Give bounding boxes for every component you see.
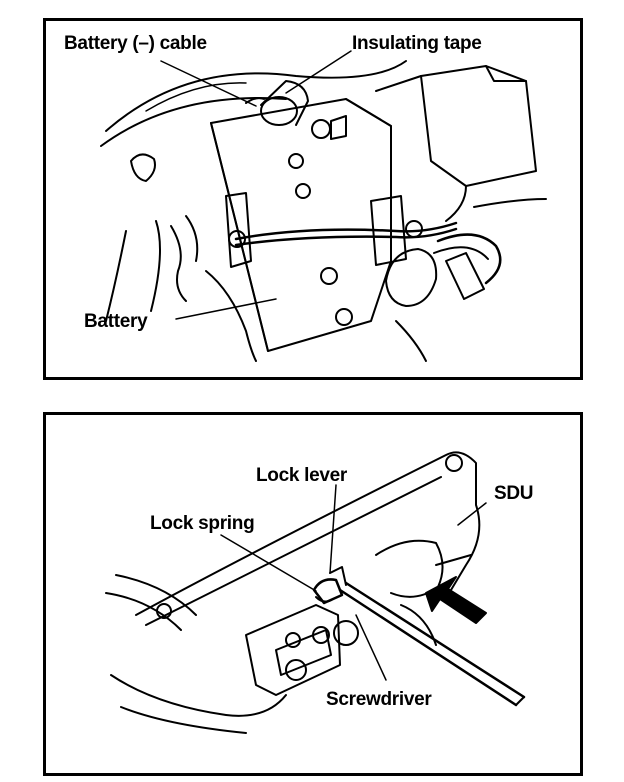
- label-battery-negative-cable: Battery (–) cable: [64, 33, 207, 54]
- battery-diagram-panel: Battery (–) cable Insulating tape Batter…: [43, 18, 583, 380]
- label-screwdriver: Screwdriver: [326, 689, 432, 710]
- battery-labels: Battery (–) cable Insulating tape Batter…: [64, 33, 482, 332]
- sdu-illustration: [105, 451, 526, 734]
- label-lock-lever: Lock lever: [256, 465, 348, 486]
- label-lock-spring: Lock spring: [150, 513, 254, 534]
- label-sdu: SDU: [494, 483, 533, 504]
- battery-illustration: [100, 50, 547, 362]
- label-battery: Battery: [84, 311, 148, 332]
- label-insulating-tape: Insulating tape: [352, 33, 482, 54]
- sdu-labels: Lock lever Lock spring SDU Screwdriver: [150, 465, 534, 710]
- sdu-diagram-panel: Lock lever Lock spring SDU Screwdriver: [43, 412, 583, 776]
